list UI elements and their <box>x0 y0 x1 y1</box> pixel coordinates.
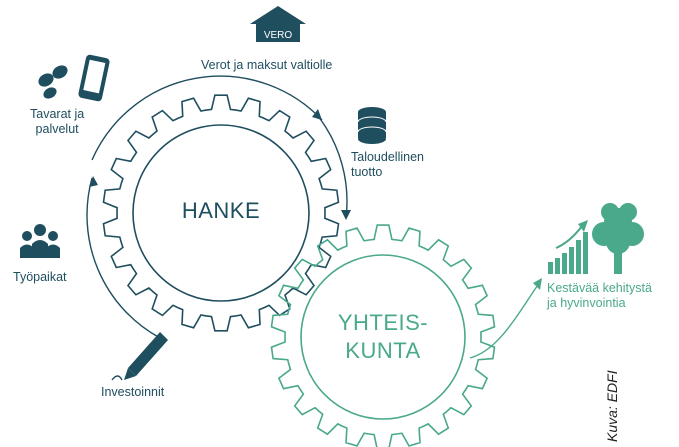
cycle-arrowhead-right <box>341 210 351 220</box>
tax-house-icon: VERO <box>250 6 306 42</box>
project-gear-label: HANKE <box>181 198 261 223</box>
project-gear <box>102 94 340 332</box>
coins-icon <box>357 107 387 144</box>
label-economic: Taloudellinen tuotto <box>351 150 424 180</box>
community-gear-label-line2: KUNTA <box>345 338 421 363</box>
growth-tree-icon <box>548 203 644 274</box>
cycle-arrow-top <box>91 75 323 161</box>
label-economic-line1: Taloudellinen <box>351 150 424 164</box>
pen-icon <box>111 332 168 381</box>
label-sustainability: Kestävää kehitystä ja hyvinvointia <box>547 281 652 311</box>
community-gear <box>270 224 496 447</box>
cycle-arrow-left <box>86 177 161 339</box>
label-sustainability-line2: ja hyvinvointia <box>547 296 626 310</box>
cycle-arrowhead-left <box>89 176 98 187</box>
cycle-arrow-right <box>317 115 348 219</box>
vero-badge-text: VERO <box>264 30 293 41</box>
label-jobs: Työpaikat <box>13 270 67 284</box>
community-gear-label: YHTEIS- KUNTA <box>323 309 443 365</box>
outcome-arrow <box>469 281 541 359</box>
label-goods-line2: palvelut <box>35 122 79 136</box>
community-gear-label-line1: YHTEIS- <box>337 310 429 335</box>
goods-icon <box>38 54 110 102</box>
label-sustainability-line1: Kestävää kehitystä <box>547 281 652 295</box>
label-goods: Tavarat ja palvelut <box>30 107 84 137</box>
outcome-arrowhead <box>533 278 542 290</box>
people-icon <box>20 224 60 258</box>
label-goods-line1: Tavarat ja <box>30 107 85 121</box>
label-taxes: Verot ja maksut valtiolle <box>201 58 333 72</box>
image-credit: Kuva: EDFI <box>604 370 620 442</box>
label-investments: Investoinnit <box>101 385 165 399</box>
label-economic-line2: tuotto <box>351 165 383 179</box>
